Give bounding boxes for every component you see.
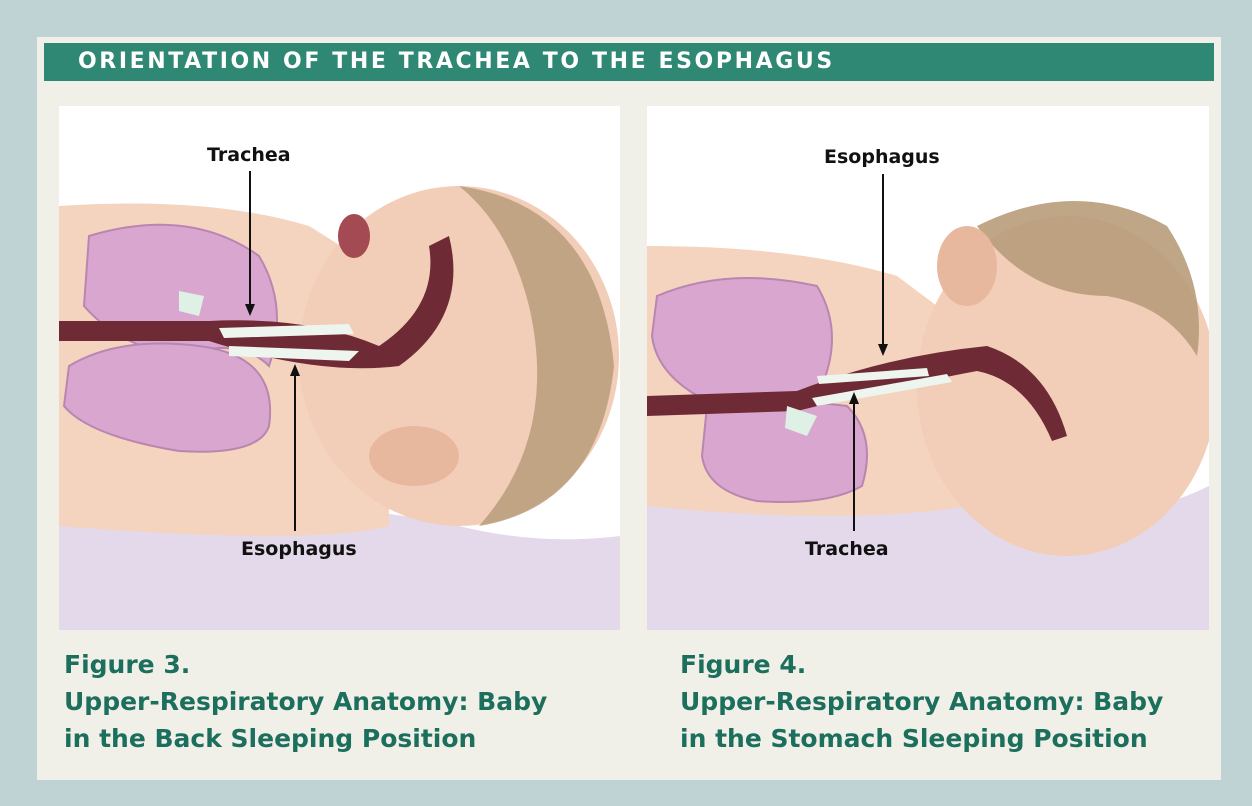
figure-4-title-line1: Upper-Respiratory Anatomy: Baby [680, 683, 1200, 720]
figure-3-title-line1: Upper-Respiratory Anatomy: Baby [64, 683, 584, 720]
figure-3-illustration: Trachea Esophagus [59, 106, 620, 630]
section-header: ORIENTATION OF THE TRACHEA TO THE ESOPHA… [44, 43, 1214, 81]
label-arrows [647, 106, 1209, 630]
figure-4-illustration: Esophagus Trachea [647, 106, 1209, 630]
figure-4-number: Figure 4. [680, 646, 1200, 683]
figure-3-title-line2: in the Back Sleeping Position [64, 720, 584, 757]
figure-4-caption: Figure 4. Upper-Respiratory Anatomy: Bab… [680, 646, 1200, 757]
figure-4-title-line2: in the Stomach Sleeping Position [680, 720, 1200, 757]
label-arrows [59, 106, 620, 630]
figure-3-number: Figure 3. [64, 646, 584, 683]
figure-3-caption: Figure 3. Upper-Respiratory Anatomy: Bab… [64, 646, 584, 757]
